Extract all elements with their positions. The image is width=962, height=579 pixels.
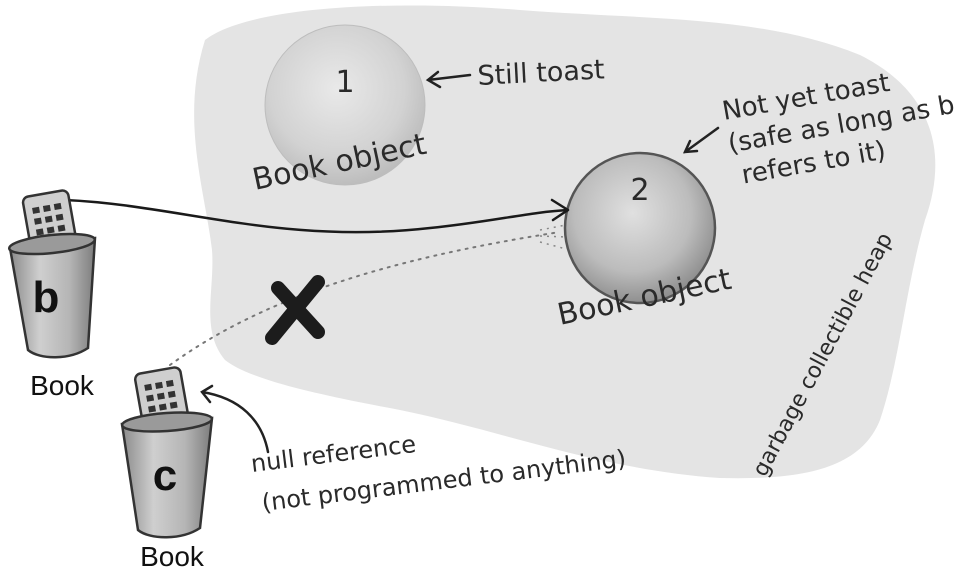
still-toast-arrow xyxy=(425,70,472,89)
variable-c-type: Book xyxy=(140,541,205,572)
reference-variable-b: b Book xyxy=(7,189,97,401)
reference-arrowhead xyxy=(550,198,570,222)
cross-mark xyxy=(265,275,325,345)
still-toast-text: Still toast xyxy=(477,54,606,92)
reference-variable-c: c Book xyxy=(120,366,214,572)
object-1-number: 1 xyxy=(335,65,354,100)
cup-c xyxy=(120,416,214,539)
variable-c-letter: c xyxy=(153,451,177,500)
variable-b-type: Book xyxy=(30,370,95,401)
not-yet-toast-arrow xyxy=(682,126,720,154)
null-reference-line-1: null reference xyxy=(249,430,417,478)
cup-b xyxy=(8,236,97,359)
broken-reference-c xyxy=(169,231,561,366)
broken-reference-fan xyxy=(539,224,567,250)
object-2-number: 2 xyxy=(630,173,649,208)
reference-b-to-object-2 xyxy=(64,198,569,234)
null-reference-arrow xyxy=(200,384,270,454)
variable-b-letter: b xyxy=(33,273,60,322)
